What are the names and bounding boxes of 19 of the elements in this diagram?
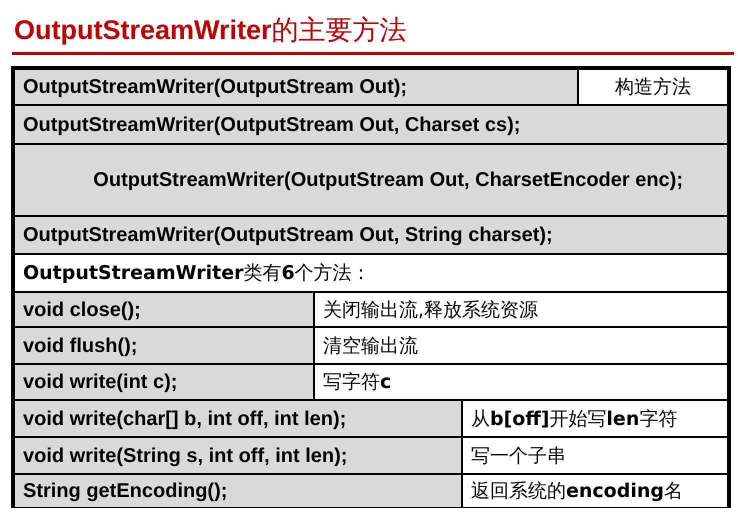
page-title: OutputStreamWriter的主要方法	[14, 14, 407, 47]
constructor-cell: OutputStreamWriter(OutputStream Out);	[14, 69, 578, 105]
constructor-cell: OutputStreamWriter(OutputStream Out, Charset cs);	[14, 105, 728, 144]
description-cell: 写一个子串	[462, 437, 728, 474]
method-cell: void close();	[14, 292, 314, 327]
description-cell: 构造方法	[578, 69, 728, 105]
method-cell: void write(String s, int off, int len);	[14, 437, 462, 474]
description-cell: 关闭输出流,释放系统资源	[314, 292, 728, 327]
method-cell: void flush();	[14, 327, 314, 364]
method-cell: void write(int c);	[14, 364, 314, 400]
description-cell: 写字符c	[314, 364, 728, 400]
constructor-cell: OutputStreamWriter(OutputStream Out, CharsetEncoder enc);	[14, 144, 728, 216]
constructor-cell: OutputStreamWriter(OutputStream Out, String charset);	[14, 216, 728, 254]
method-cell: void write(char[] b, int off, int len);	[14, 400, 462, 437]
description-cell: 从b[off]开始写len字符	[462, 400, 728, 437]
section-heading-cell: OutputStreamWriter类有6个方法：	[14, 254, 728, 292]
description-cell: 清空输出流	[314, 327, 728, 364]
description-cell: 返回系统的encoding名	[462, 474, 728, 508]
method-cell: String getEncoding();	[14, 474, 462, 508]
